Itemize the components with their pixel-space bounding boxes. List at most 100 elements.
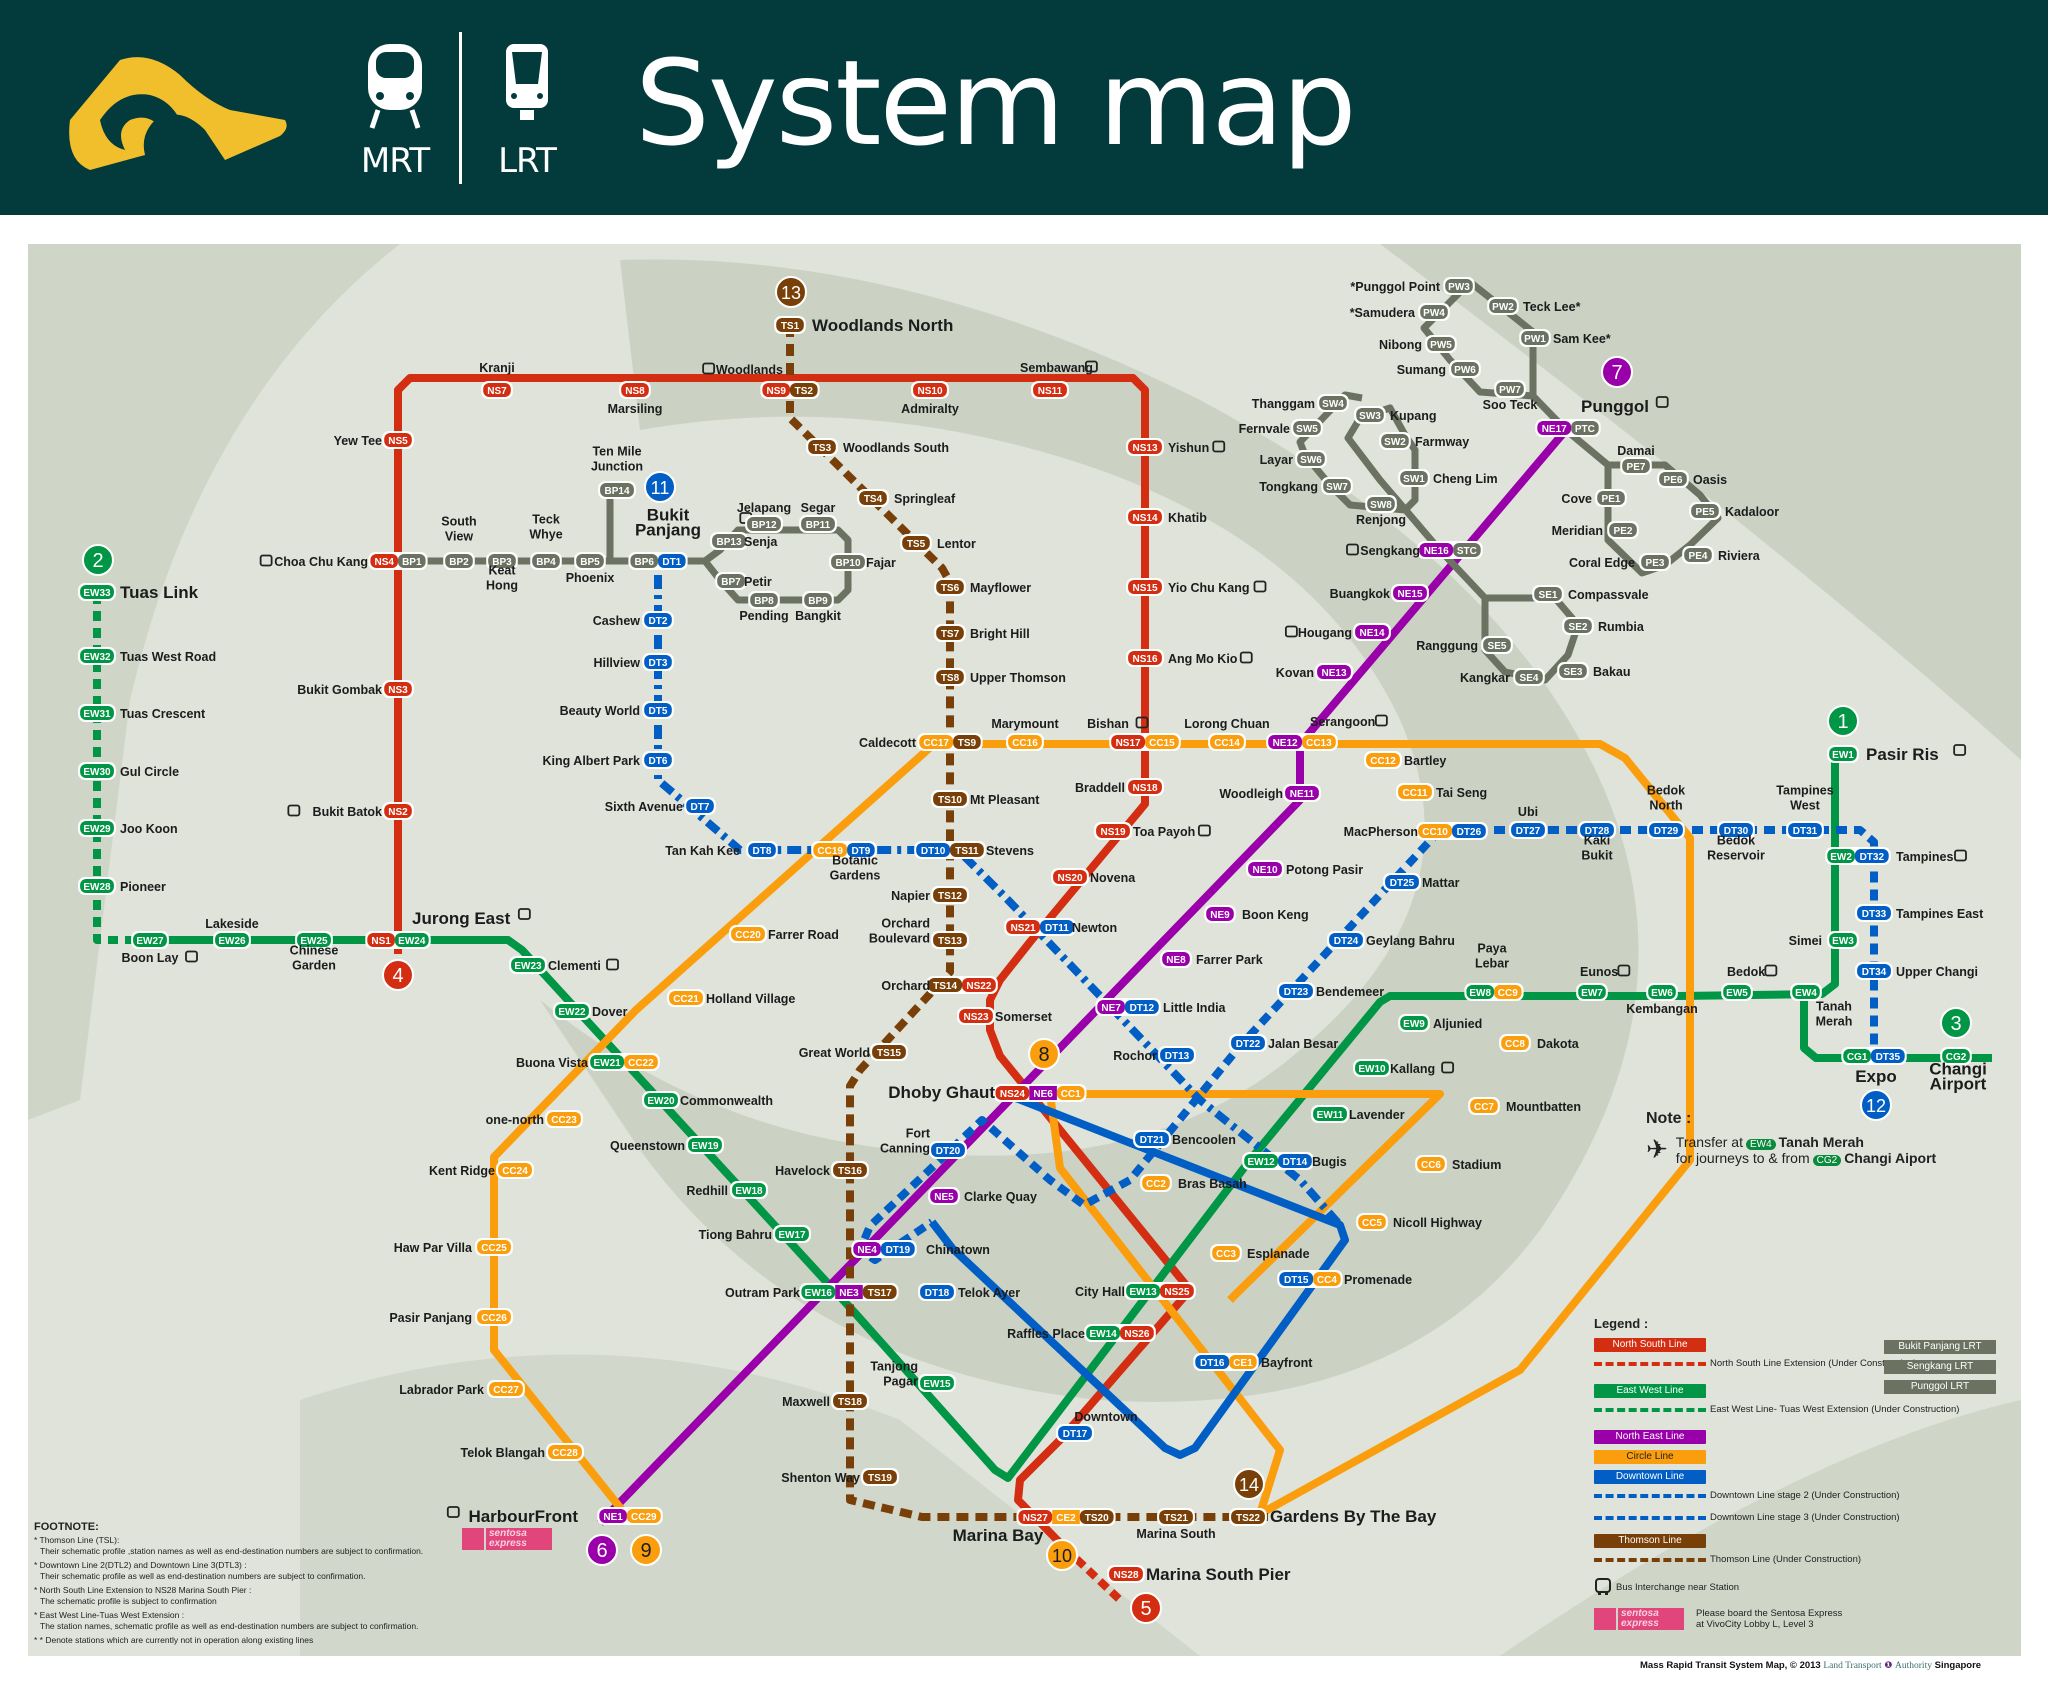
station-punggol-point[interactable]: PW3*Punggol Point [1350, 277, 1475, 295]
